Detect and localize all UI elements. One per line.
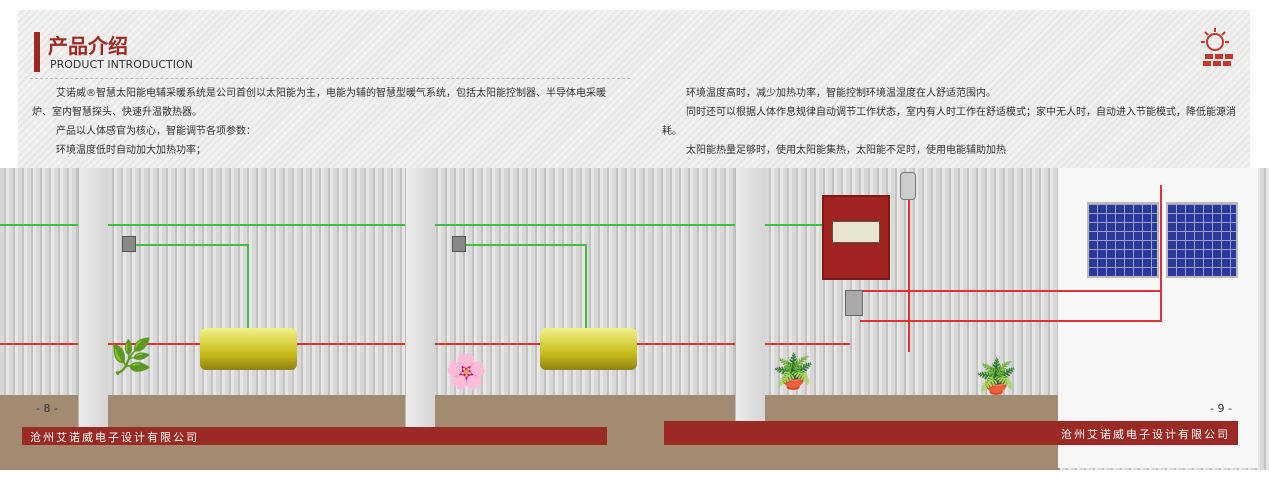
paragraph: 太阳能热量足够时，使用太阳能集热，太阳能不足时，使用电能辅助加热 <box>686 145 1006 156</box>
controller-display <box>832 221 880 243</box>
orchid-plant-icon: 🌸 <box>445 352 488 392</box>
signal-wire <box>460 244 586 246</box>
company-name: 沧州艾诺威电子设计有限公司 <box>1061 428 1230 441</box>
radiator-heater <box>540 328 637 370</box>
page-subtitle: PRODUCT INTRODUCTION <box>50 58 193 71</box>
signal-wire <box>130 244 248 246</box>
pipe-line <box>1160 185 1162 322</box>
paragraph: 同时还可以根据人体作息规律自动调节工作状态，室内有人时工作在舒适模式；家中无人时… <box>662 107 1236 137</box>
wall-pillar <box>735 168 765 433</box>
hanging-plant-icon: 🌿 <box>110 337 153 377</box>
paragraph: 艾诺威®智慧太阳能电辅采暖系统是公司首创以太阳能为主，电能为辅的智慧型暖气系统，… <box>32 88 606 118</box>
solar-panel <box>1166 202 1238 278</box>
company-banner-left: 沧州艾诺威电子设计有限公司 <box>22 427 607 445</box>
potted-plant-icon: 🪴 <box>975 357 1018 397</box>
company-banner-right: 沧州艾诺威电子设计有限公司 <box>664 421 1238 445</box>
title-accent-bar <box>34 32 40 72</box>
intro-left-column: 艾诺威®智慧太阳能电辅采暖系统是公司首创以太阳能为主，电能为辅的智慧型暖气系统，… <box>32 84 612 160</box>
solar-panel <box>1087 202 1159 278</box>
pipe-line <box>908 200 910 352</box>
company-name: 沧州艾诺威电子设计有限公司 <box>30 431 199 444</box>
page-number-right: - 9 - <box>1210 402 1232 415</box>
smart-sensor-icon <box>122 236 136 252</box>
heating-furnace <box>845 290 863 316</box>
paragraph: 产品以人体感官为核心，智能调节各项参数： <box>56 126 256 137</box>
paragraph: 环境温度低时自动加大加热功率； <box>56 145 206 156</box>
intro-right-column: 环境温度高时，减少加热功率，智能控制环境温湿度在人舒适范围内。 同时还可以根据人… <box>662 84 1242 160</box>
radiator-heater <box>200 328 297 370</box>
pipe-line <box>860 320 1160 322</box>
valve-icon <box>900 172 916 200</box>
signal-wire <box>585 244 587 328</box>
divider <box>30 78 630 79</box>
smart-sensor-icon <box>452 236 466 252</box>
sun-solar-logo-icon <box>1201 28 1233 66</box>
signal-wire <box>247 244 249 328</box>
paragraph: 环境温度高时，减少加热功率，智能控制环境温湿度在人舒适范围内。 <box>686 88 996 99</box>
pipe-line <box>862 290 1162 292</box>
potted-plant-icon: 🪴 <box>772 352 815 392</box>
solar-controller-box <box>822 195 890 280</box>
intro-background <box>18 10 1250 168</box>
wall-pillar <box>78 168 108 433</box>
wall-pillar <box>405 168 435 433</box>
page-number-left: - 8 - <box>36 402 58 415</box>
page-title: 产品介绍 <box>48 34 128 58</box>
